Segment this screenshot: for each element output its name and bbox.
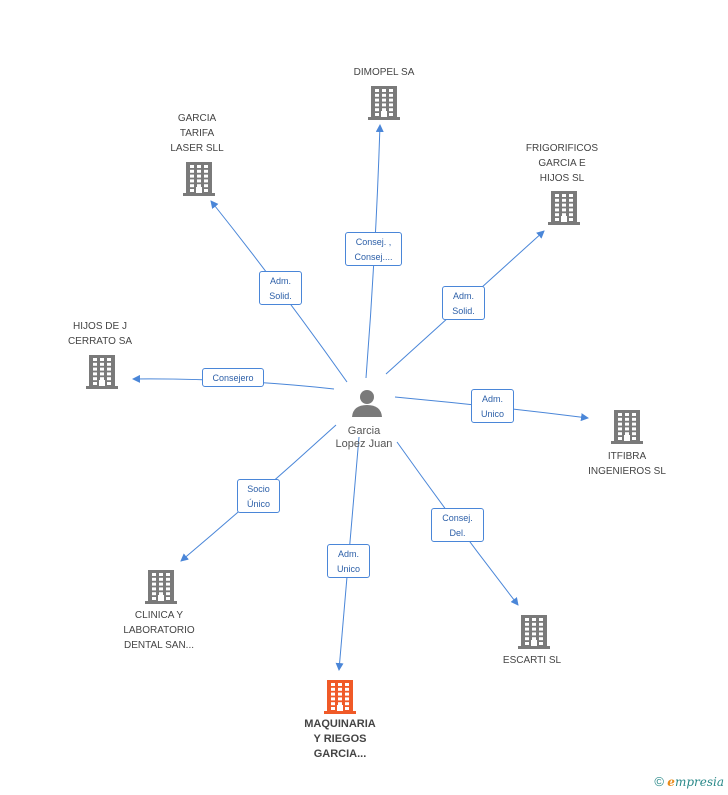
company-label-escarti[interactable]: ESCARTI SL <box>502 655 562 666</box>
copyright-icon: © <box>654 774 664 789</box>
center-person-label[interactable]: Garcia Lopez Juan <box>335 425 393 450</box>
company-label-itfibra[interactable]: ITFIBRA INGENIEROS SL <box>588 451 666 477</box>
relation-badge-frigorificos[interactable]: Adm. Solid. <box>442 286 485 320</box>
company-label-garcia-tarifa[interactable]: GARCIA TARIFA LASER SLL <box>170 113 224 154</box>
company-label-maquinaria[interactable]: MAQUINARIA Y RIEGOS GARCIA... <box>304 718 376 760</box>
relation-badge-garcia-tarifa[interactable]: Adm. Solid. <box>259 271 302 305</box>
building-icon-garcia-tarifa[interactable] <box>183 162 215 196</box>
empresia-logo[interactable]: © empresia <box>654 774 724 789</box>
company-label-clinica[interactable]: CLINICA Y LABORATORIO DENTAL SAN... <box>123 610 195 651</box>
relation-badge-maquinaria[interactable]: Adm. Unico <box>327 544 370 578</box>
person-icon[interactable] <box>352 390 382 417</box>
building-icon-maquinaria[interactable] <box>324 680 356 714</box>
relation-badge-clinica[interactable]: Socio Único <box>237 479 280 513</box>
relation-badge-escarti[interactable]: Consej. Del. <box>431 508 484 542</box>
relation-badge-dimopel[interactable]: Consej. , Consej.... <box>345 232 402 266</box>
company-label-dimopel[interactable]: DIMOPEL SA <box>353 67 415 78</box>
building-icon-escarti[interactable] <box>518 615 550 649</box>
building-icon-clinica[interactable] <box>145 570 177 604</box>
building-icon-dimopel[interactable] <box>368 86 400 120</box>
relation-badge-hijos-j-cerrato[interactable]: Consejero <box>202 368 264 387</box>
building-icon-hijos-j-cerrato[interactable] <box>86 355 118 389</box>
relation-badge-itfibra[interactable]: Adm. Unico <box>471 389 514 423</box>
company-label-frigorificos[interactable]: FRIGORIFICOS GARCIA E HIJOS SL <box>525 143 599 184</box>
building-icon-frigorificos[interactable] <box>548 191 580 225</box>
building-icon-itfibra[interactable] <box>611 410 643 444</box>
company-label-hijos-j-cerrato[interactable]: HIJOS DE J CERRATO SA <box>67 321 133 347</box>
